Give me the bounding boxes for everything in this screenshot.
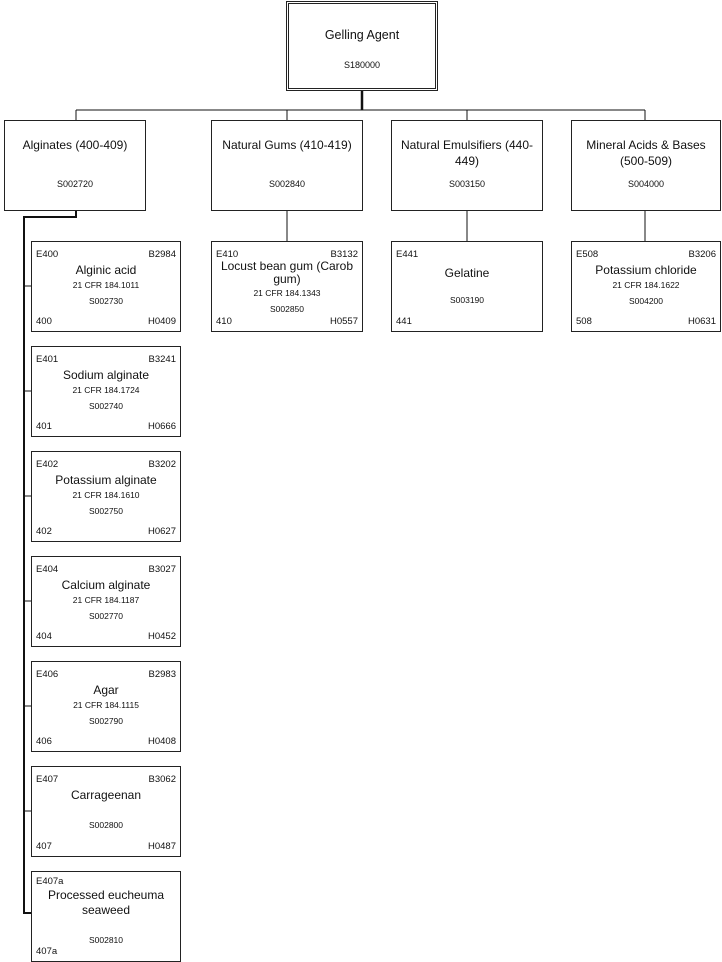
ins-number: 404	[36, 631, 52, 642]
cfr-reference: 21 CFR 184.1622	[612, 280, 680, 290]
cfr-reference: 21 CFR 184.1187	[72, 595, 140, 605]
category-alginates[interactable]: Alginates (400-409) S002720	[4, 120, 146, 211]
b-code: B3062	[148, 774, 176, 785]
category-code: S004000	[627, 179, 665, 189]
e-number: E404	[36, 564, 59, 575]
e-number: E508	[576, 249, 599, 260]
h-code: H0627	[148, 526, 176, 537]
e-number: E402	[36, 459, 59, 470]
ins-number: 406	[36, 736, 52, 747]
leaf-name: Alginic acid	[75, 263, 137, 277]
leaf-code: S002790	[88, 716, 124, 726]
category-natural-gums[interactable]: Natural Gums (410-419) S002840	[211, 120, 363, 211]
h-code: H0409	[148, 316, 176, 327]
leaf-code: S002800	[88, 820, 124, 830]
leaf-name: Processed eucheuma seaweed	[47, 888, 165, 917]
ins-number: 407a	[36, 946, 58, 957]
category-name: Natural Gums (410-419)	[222, 138, 352, 152]
e-number: E441	[396, 249, 419, 260]
ins-number: 402	[36, 526, 52, 537]
b-code: B3241	[148, 354, 176, 365]
b-code: B2983	[148, 669, 176, 680]
b-code: B2984	[148, 249, 176, 260]
root-code: S180000	[343, 60, 381, 70]
leaf-name: Carrageenan	[70, 788, 142, 802]
e-number: E400	[36, 249, 59, 260]
leaf-name: Agar	[93, 683, 119, 697]
e-number: E406	[36, 669, 59, 680]
leaf-e402[interactable]: E402 B3202 Potassium alginate 21 CFR 184…	[31, 451, 181, 542]
category-name: Natural Emulsifiers (440-449)	[400, 138, 534, 168]
ins-number: 441	[396, 316, 412, 327]
category-natural-emulsifiers[interactable]: Natural Emulsifiers (440-449) S003150	[391, 120, 543, 211]
h-code: H0557	[330, 316, 358, 327]
category-name: Alginates (400-409)	[22, 138, 128, 152]
ins-number: 508	[576, 316, 592, 327]
leaf-e508[interactable]: E508 B3206 Potassium chloride 21 CFR 184…	[571, 241, 721, 332]
e-number: E407	[36, 774, 59, 785]
leaf-code: S002750	[88, 506, 124, 516]
leaf-name: Calcium alginate	[61, 578, 151, 592]
ins-number: 400	[36, 316, 52, 327]
cfr-reference: 21 CFR 184.1115	[73, 700, 139, 710]
cfr-reference: 21 CFR 184.1610	[72, 490, 140, 500]
root-node[interactable]: Gelling Agent S180000	[286, 1, 438, 91]
leaf-code: S002770	[88, 611, 124, 621]
ins-number: 407	[36, 841, 52, 852]
root-name: Gelling Agent	[324, 28, 400, 42]
leaf-e410[interactable]: E410 B3132 Locust bean gum (Carob gum) 2…	[211, 241, 363, 332]
leaf-e400[interactable]: E400 B2984 Alginic acid 21 CFR 184.1011 …	[31, 241, 181, 332]
cfr-reference: 21 CFR 184.1724	[72, 385, 140, 395]
leaf-name: Potassium chloride	[595, 263, 697, 277]
leaf-code: S002740	[88, 401, 124, 411]
b-code: B3132	[330, 249, 358, 260]
leaf-code: S002730	[88, 296, 124, 306]
e-number: E401	[36, 354, 59, 365]
category-code: S002840	[268, 179, 306, 189]
ins-number: 401	[36, 421, 52, 432]
cfr-reference: 21 CFR 184.1343	[253, 288, 321, 298]
h-code: H0452	[148, 631, 176, 642]
leaf-code: S003190	[449, 295, 485, 305]
category-code: S002720	[56, 179, 94, 189]
leaf-code: S004200	[628, 296, 664, 306]
h-code: H0666	[148, 421, 176, 432]
leaf-e404[interactable]: E404 B3027 Calcium alginate 21 CFR 184.1…	[31, 556, 181, 647]
e-number: E407a	[36, 876, 64, 887]
h-code: H0631	[688, 316, 716, 327]
category-mineral-acids-bases[interactable]: Mineral Acids & Bases (500-509) S004000	[571, 120, 721, 211]
leaf-name: Gelatine	[444, 266, 490, 280]
leaf-name: Potassium alginate	[55, 473, 157, 487]
leaf-e407[interactable]: E407 B3062 Carrageenan S002800 407 H0487	[31, 766, 181, 857]
e-number: E410	[216, 249, 239, 260]
ins-number: 410	[216, 316, 232, 327]
b-code: B3202	[148, 459, 176, 470]
b-code: B3027	[148, 564, 176, 575]
leaf-e406[interactable]: E406 B2983 Agar 21 CFR 184.1115 S002790 …	[31, 661, 181, 752]
leaf-e441[interactable]: E441 Gelatine S003190 441	[391, 241, 543, 332]
leaf-name: Locust bean gum (Carob gum)	[220, 259, 354, 286]
category-code: S003150	[448, 179, 486, 189]
category-name: Mineral Acids & Bases (500-509)	[586, 138, 706, 168]
h-code: H0408	[148, 736, 176, 747]
h-code: H0487	[148, 841, 176, 852]
leaf-e401[interactable]: E401 B3241 Sodium alginate 21 CFR 184.17…	[31, 346, 181, 437]
leaf-code: S002810	[88, 935, 124, 945]
b-code: B3206	[688, 249, 716, 260]
cfr-reference: 21 CFR 184.1011	[72, 280, 140, 290]
leaf-code: S002850	[269, 304, 305, 314]
leaf-name: Sodium alginate	[62, 368, 150, 382]
leaf-e407a[interactable]: E407a Processed eucheuma seaweed S002810…	[31, 871, 181, 962]
